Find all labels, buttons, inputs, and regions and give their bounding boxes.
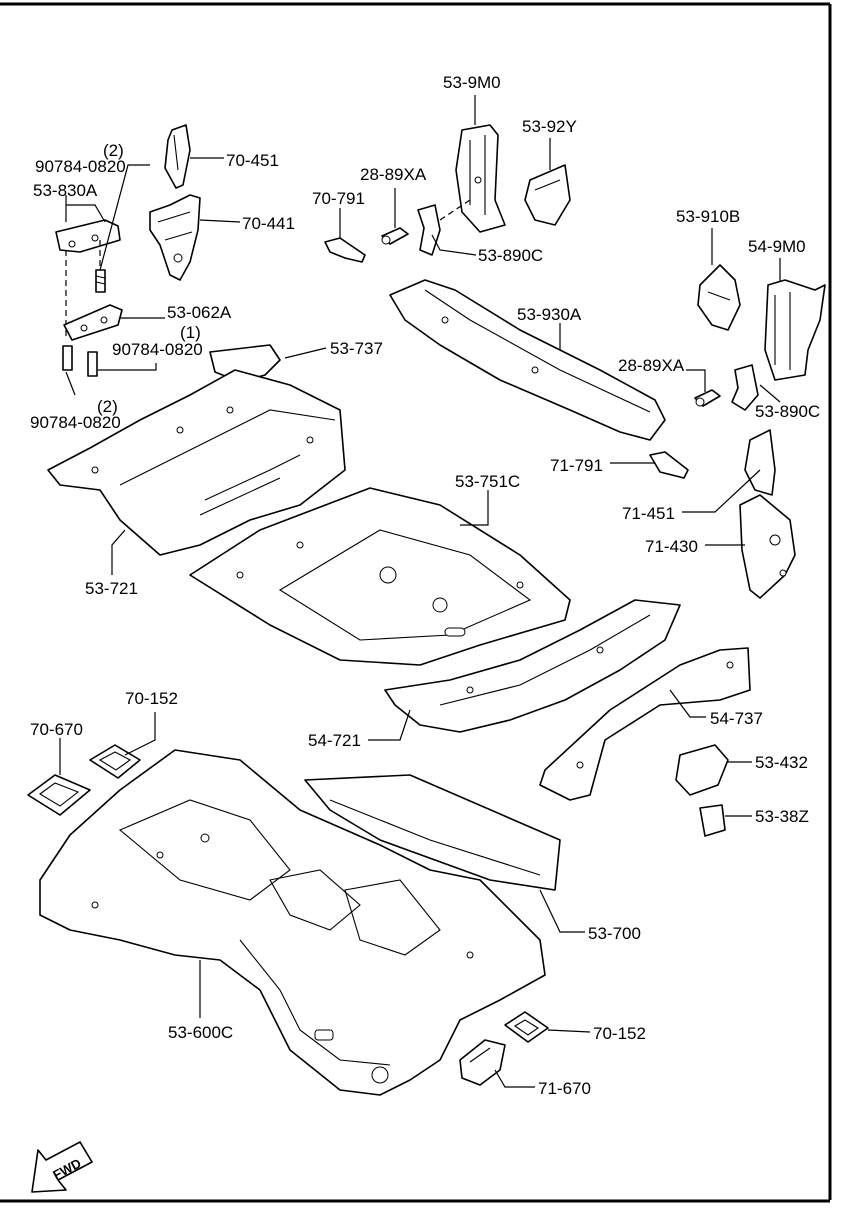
part-53-930a[interactable]: [389, 279, 666, 441]
part-53-9m0[interactable]: [455, 124, 506, 233]
label-54-721: 54-721: [308, 731, 361, 750]
part-53-737[interactable]: [209, 344, 281, 383]
part-53-890c-right[interactable]: [731, 364, 759, 411]
label-54-9m0: 54-9M0: [748, 237, 806, 256]
label-71-670: 71-670: [538, 1079, 591, 1098]
label-53-062a: 53-062A: [167, 303, 232, 322]
label-70-152-top: 70-152: [125, 689, 178, 708]
label-qty-2-lower: (2): [97, 397, 118, 416]
part-70-441[interactable]: [149, 194, 201, 281]
part-53-432[interactable]: [675, 744, 729, 796]
part-71-791[interactable]: [649, 451, 689, 479]
bolt-28-89xa-right[interactable]: [694, 389, 721, 407]
part-54-721[interactable]: [384, 599, 681, 733]
label-53-38z: 53-38Z: [755, 807, 809, 826]
label-90784-0820-middle: 90784-0820: [112, 340, 203, 359]
part-71-670[interactable]: [459, 1039, 506, 1086]
part-70-451[interactable]: [164, 124, 191, 189]
label-53-9m0: 53-9M0: [443, 73, 501, 92]
label-54-737: 54-737: [710, 709, 763, 728]
bolt-90784-0820-lower[interactable]: [62, 345, 73, 371]
label-90784-0820-upper: 90784-0820: [35, 157, 126, 176]
label-53-92y: 53-92Y: [522, 117, 577, 136]
part-53-751c[interactable]: [189, 487, 571, 666]
part-53-700[interactable]: [304, 774, 561, 891]
label-70-451: 70-451: [226, 151, 279, 170]
label-71-791: 71-791: [550, 456, 603, 475]
part-53-890c-top[interactable]: [417, 204, 441, 256]
label-70-791: 70-791: [312, 189, 365, 208]
part-70-791[interactable]: [324, 237, 366, 263]
label-53-432: 53-432: [755, 753, 808, 772]
fwd-arrow-icon: FWD: [31, 1141, 93, 1193]
label-53-721: 53-721: [85, 579, 138, 598]
part-70-152-top[interactable]: [89, 744, 141, 779]
label-53-600c: 53-600C: [168, 1023, 233, 1042]
part-54-9m0[interactable]: [764, 279, 826, 381]
part-71-451[interactable]: [744, 429, 776, 496]
part-54-737[interactable]: [539, 647, 751, 801]
label-70-441: 70-441: [242, 214, 295, 233]
label-71-430: 71-430: [645, 537, 698, 556]
label-53-910b: 53-910B: [676, 207, 740, 226]
label-28-89xa-top: 28-89XA: [360, 165, 427, 184]
label-53-737: 53-737: [330, 339, 383, 358]
part-70-152-bottom[interactable]: [504, 1011, 549, 1043]
label-53-751c: 53-751C: [455, 472, 520, 491]
label-70-670: 70-670: [30, 720, 83, 739]
label-53-930a: 53-930A: [517, 305, 582, 324]
bolt-90784-0820-middle[interactable]: [87, 351, 98, 377]
label-qty-2-upper: (2): [103, 141, 124, 160]
label-53-830a: 53-830A: [33, 181, 98, 200]
part-53-910b[interactable]: [697, 264, 741, 331]
part-53-830a[interactable]: [55, 219, 121, 253]
bolt-28-89xa-top[interactable]: [381, 227, 409, 245]
part-53-38z[interactable]: [699, 804, 726, 837]
part-53-721[interactable]: [47, 369, 346, 556]
label-qty-1: (1): [180, 323, 201, 342]
label-53-700: 53-700: [588, 924, 641, 943]
part-53-600c[interactable]: [39, 749, 546, 1096]
label-90784-0820-lower: 90784-0820: [30, 413, 121, 432]
part-71-430[interactable]: [739, 494, 796, 599]
bolt-90784-0820-upper[interactable]: [95, 269, 106, 293]
label-70-152-bottom: 70-152: [593, 1024, 646, 1043]
label-53-890c-top: 53-890C: [478, 246, 543, 265]
part-53-92y[interactable]: [524, 164, 571, 226]
label-53-890c-right: 53-890C: [755, 402, 820, 421]
part-70-670[interactable]: [27, 774, 91, 816]
label-28-89xa-right: 28-89XA: [618, 356, 685, 375]
label-71-451: 71-451: [622, 504, 675, 523]
part-53-062a[interactable]: [63, 304, 123, 341]
leader-lines: [59, 95, 781, 1088]
